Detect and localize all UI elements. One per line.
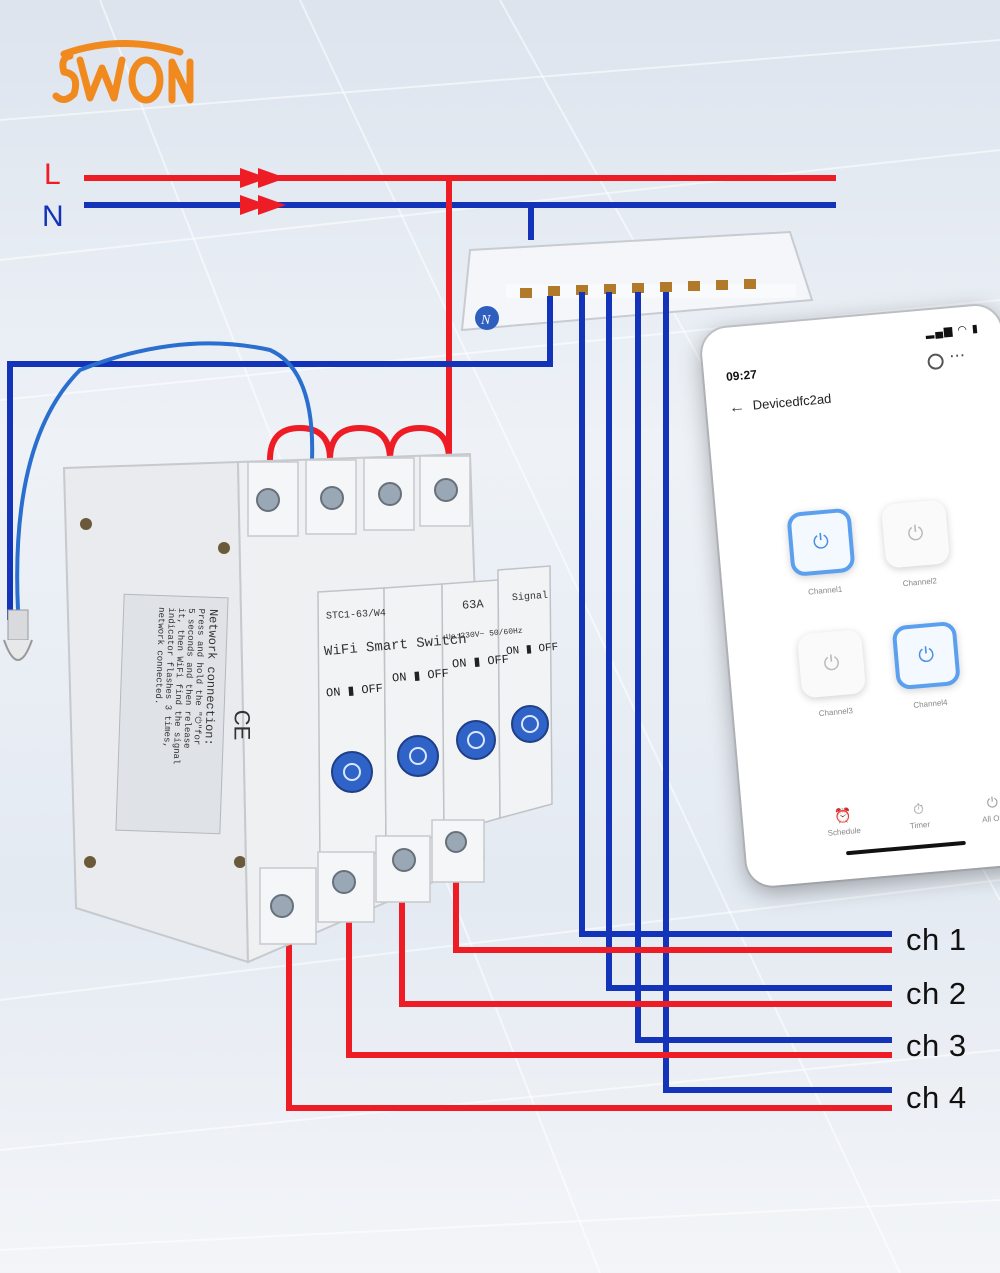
- live-label: L: [44, 158, 61, 191]
- schedule-button[interactable]: ⏰Schedule: [812, 805, 874, 839]
- all-on-label: All ON: [981, 813, 1000, 825]
- smart-breaker: [62, 452, 553, 964]
- channel-3-button[interactable]: ⏻: [796, 629, 867, 699]
- neutral-jumper-wire: [15, 341, 315, 611]
- channel-4-button[interactable]: ⏻: [891, 620, 961, 691]
- alarm-icon: ⏰: [833, 806, 853, 825]
- ch2-live-wire: [399, 900, 892, 1007]
- all-on-button[interactable]: ⏻ All ON: [962, 792, 1000, 826]
- phone-app-screen: ▂▄▆ ◠ ▮ 09:27 ⋯ ← Devicedfc2ad ⏻ Channel…: [700, 303, 1000, 888]
- power-icon: ⏻: [986, 793, 999, 811]
- device-title: Devicedfc2ad: [752, 390, 832, 413]
- status-time: 09:27: [725, 367, 758, 384]
- neutral-label: N: [42, 200, 64, 233]
- channel-1-label: Channel1: [807, 584, 843, 597]
- network-instructions: Network connection: Press and hold the "…: [148, 607, 220, 849]
- power-icon: ⏻: [906, 521, 925, 546]
- ce-mark: CE: [229, 709, 255, 741]
- breaker-rating: 63A: [461, 597, 485, 613]
- neutral-to-breaker-wire: [7, 296, 553, 620]
- power-icon: ⏻: [822, 651, 841, 675]
- channel-label-1: ch 1: [906, 922, 967, 957]
- camera-icon[interactable]: [926, 352, 945, 371]
- ch3-live-wire: [346, 920, 892, 1058]
- ch1-neutral-wire: [579, 292, 892, 937]
- channel-label-4: ch 4: [906, 1080, 967, 1115]
- ch4-live-wire: [286, 944, 892, 1111]
- channel-2-button[interactable]: ⏻: [880, 499, 951, 569]
- more-icon[interactable]: ⋯: [948, 347, 966, 366]
- ch3-neutral-wire: [635, 292, 892, 1043]
- timer-button[interactable]: ⏱Timer: [888, 798, 950, 832]
- timer-label: Timer: [909, 819, 931, 831]
- power-icon: ⏻: [917, 643, 936, 667]
- power-icon: ⏻: [812, 530, 830, 554]
- channel-label-3: ch 3: [906, 1028, 967, 1063]
- ch1-live-wire: [453, 878, 892, 953]
- channel-1-button[interactable]: ⏻: [786, 507, 856, 577]
- ch2-neutral-wire: [606, 292, 892, 991]
- status-icons: ▂▄▆ ◠ ▮: [925, 322, 980, 340]
- jumper-loops: [267, 424, 452, 461]
- back-arrow-icon[interactable]: ←: [728, 398, 746, 417]
- channel-4-label: Channel4: [913, 697, 948, 710]
- svg-text:N: N: [480, 313, 491, 328]
- channel-3-label: Channel3: [818, 706, 854, 719]
- channel-2-label: Channel2: [902, 576, 938, 589]
- neutral-arrow-icon: [240, 195, 286, 215]
- live-arrow-icon: [240, 168, 286, 188]
- schedule-label: Schedule: [827, 825, 862, 838]
- home-indicator: [845, 840, 966, 856]
- brand-logo: [52, 39, 194, 104]
- channel-label-2: ch 2: [906, 976, 967, 1011]
- timer-icon: ⏱: [912, 800, 925, 818]
- ring-terminal-icon: [3, 609, 33, 661]
- ch4-neutral-wire: [663, 292, 892, 1093]
